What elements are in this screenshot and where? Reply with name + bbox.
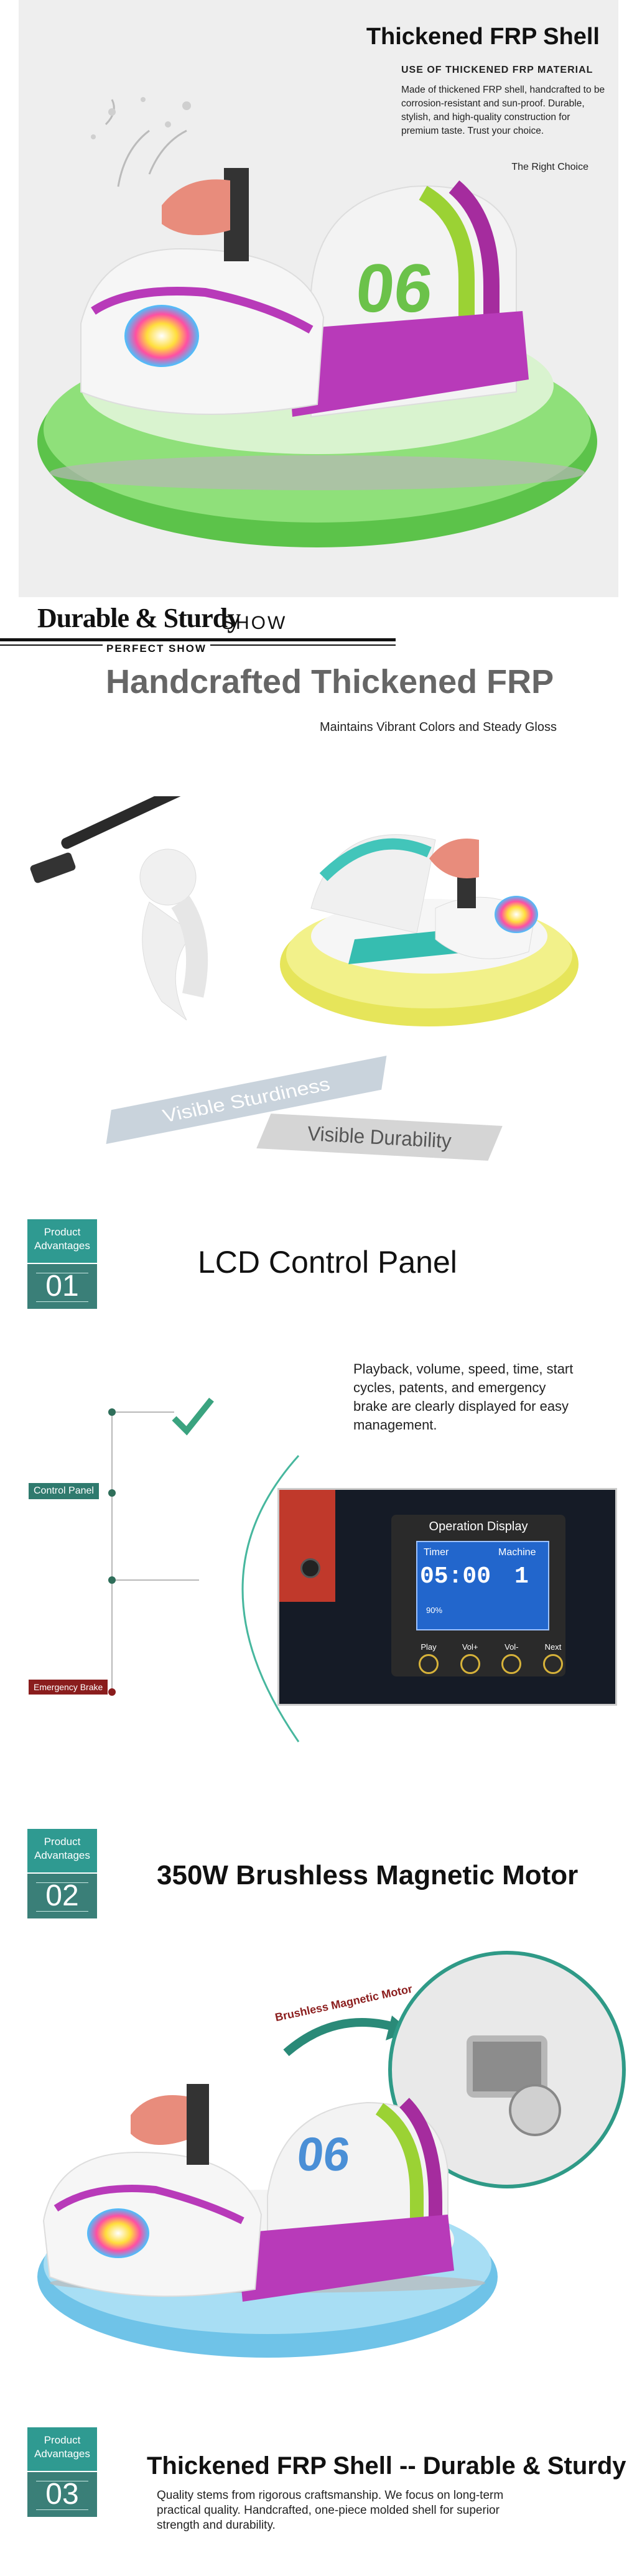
emergency-stop-area [279, 1490, 335, 1602]
vol-down-knob [501, 1654, 522, 1674]
bumper-car-blue-illustration [37, 2084, 498, 2358]
tag-line [36, 1301, 88, 1302]
hero-description: Made of thickened FRP shell, handcrafted… [401, 85, 605, 136]
operation-display-title: Operation Display [429, 1520, 528, 1533]
bumper-car-yellow-illustration [280, 834, 579, 1026]
hero-tagline: The Right Choice [511, 162, 588, 172]
panel-buttons: Play Vol+ Vol- Next [410, 1642, 572, 1674]
play-button[interactable]: Play [410, 1642, 447, 1674]
product-advantage-tag-02: Product Advantages 02 [27, 1829, 102, 1922]
vol-down-button[interactable]: Vol- [493, 1642, 530, 1674]
bumper-car-green-illustration [37, 97, 597, 547]
product-advantage-tag-03: Product Advantages 03 [27, 2427, 102, 2521]
adv3-title: Thickened FRP Shell -- Durable & Sturdy [147, 2452, 626, 2480]
machine-label: Machine [498, 1547, 536, 1558]
perfect-show-label: PERFECT SHOW [103, 643, 210, 655]
motor-photo [388, 1951, 626, 2188]
durable-heading-show: SHOW [221, 613, 287, 633]
durable-title: Handcrafted Thickened FRP [106, 663, 554, 700]
heading-divider [0, 638, 396, 641]
tag-top-text: Product Advantages [27, 1829, 97, 1872]
visible-durability-banner: Visible Durability [256, 1114, 503, 1161]
hero-subtitle: USE OF THICKENED FRP MATERIAL [401, 65, 593, 75]
product-advantage-tag-01: Product Advantages 01 [27, 1219, 102, 1313]
adv1-description: Playback, volume, speed, time, start cyc… [353, 1361, 574, 1433]
vol-up-button[interactable]: Vol+ [452, 1642, 489, 1674]
car-number-blue: 06 [294, 2128, 353, 2181]
tag-line [36, 1882, 88, 1883]
adv3-description: Quality stems from rigorous craftsmanshi… [157, 2489, 504, 2532]
hero-title: Thickened FRP Shell [366, 24, 600, 50]
tag-top-text: Product Advantages [27, 1219, 97, 1263]
next-button[interactable]: Next [534, 1642, 572, 1674]
next-knob [542, 1654, 563, 1674]
hammer-figure-illustration [30, 796, 208, 1021]
checkmark-icon [172, 1397, 214, 1436]
motor-illustration [467, 2035, 561, 2136]
emergency-button [300, 1558, 320, 1578]
car-number: 06 [352, 250, 437, 327]
label-control-panel: Control Panel [29, 1483, 99, 1499]
timeline-decoration [108, 1397, 214, 1696]
vol-up-label: Vol+ [462, 1642, 478, 1652]
durable-subtitle: Maintains Vibrant Colors and Steady Glos… [320, 720, 557, 734]
arc-decoration [241, 1454, 300, 1742]
tag-top-text: Product Advantages [27, 2427, 97, 2471]
hero-section: 06 Thickened FRP Shell USE OF THICKENED … [19, 0, 618, 597]
lcd-control-panel-photo: Operation Display Timer Machine 05:00 1 … [277, 1488, 617, 1706]
lcd-screen [416, 1541, 549, 1630]
visible-durability-text: Visible Durability [307, 1122, 452, 1153]
tag-line [36, 2509, 88, 2510]
adv1-title: LCD Control Panel [198, 1245, 457, 1280]
tag-number: 02 [27, 1874, 97, 1918]
timer-label: Timer [424, 1547, 449, 1558]
play-knob [419, 1654, 439, 1674]
timer-value: 05:00 [420, 1563, 491, 1590]
vol-up-knob [460, 1654, 480, 1674]
tag-number: 03 [27, 2472, 97, 2517]
machine-value: 1 [514, 1563, 529, 1590]
tag-number: 01 [27, 1264, 97, 1309]
play-label: Play [421, 1642, 437, 1652]
battery-text: 90% [426, 1606, 443, 1615]
adv2-title: 350W Brushless Magnetic Motor [157, 1860, 579, 1890]
durable-heading: Durable & Sturdy [37, 603, 241, 633]
tag-line [36, 1911, 88, 1912]
label-emergency-brake: Emergency Brake [29, 1680, 108, 1695]
next-label: Next [544, 1642, 562, 1652]
vol-down-label: Vol- [504, 1642, 519, 1652]
